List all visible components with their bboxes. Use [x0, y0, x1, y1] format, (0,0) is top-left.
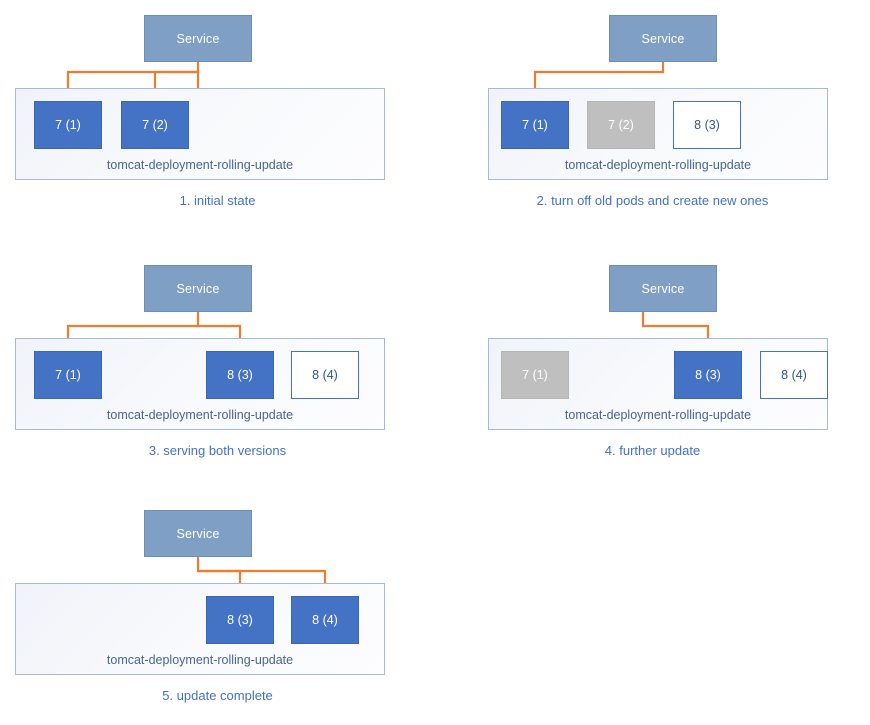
pod-box[interactable]: 7 (1) — [34, 101, 102, 149]
service-box: Service — [609, 265, 717, 312]
service-box: Service — [609, 15, 717, 62]
panel-step-4: Service tomcat-deployment-rolling-update… — [435, 250, 870, 480]
service-label: Service — [176, 526, 220, 541]
deployment-label: tomcat-deployment-rolling-update — [564, 158, 752, 172]
pod-box[interactable]: 7 (1) — [501, 351, 569, 399]
panel-step-5: Service tomcat-deployment-rolling-update… — [0, 495, 435, 725]
deployment-label: tomcat-deployment-rolling-update — [106, 653, 294, 667]
pod-label: 8 (4) — [312, 613, 338, 627]
panel-caption: 1. initial state — [179, 193, 256, 208]
panel-step-1: Service tomcat-deployment-rolling-update… — [0, 0, 435, 230]
panel-caption: 2. turn off old pods and create new ones — [536, 193, 769, 208]
pod-label: 8 (3) — [694, 118, 720, 132]
service-box: Service — [144, 510, 252, 557]
service-label: Service — [641, 281, 685, 296]
panel-step-2: Service tomcat-deployment-rolling-update… — [435, 0, 870, 230]
pod-box[interactable]: 8 (3) — [206, 351, 274, 399]
pod-box[interactable]: 8 (3) — [673, 101, 741, 149]
pod-box[interactable]: 8 (3) — [206, 596, 274, 644]
pod-box[interactable]: 8 (4) — [291, 596, 359, 644]
deployment-label: tomcat-deployment-rolling-update — [106, 408, 294, 422]
service-label: Service — [176, 281, 220, 296]
pod-label: 8 (3) — [227, 368, 253, 382]
panel-caption: 3. serving both versions — [148, 443, 287, 458]
pod-label: 7 (1) — [55, 368, 81, 382]
pod-box[interactable]: 7 (2) — [587, 101, 655, 149]
pod-label: 7 (1) — [55, 118, 81, 132]
pod-label: 7 (1) — [522, 368, 548, 382]
pod-label: 8 (3) — [227, 613, 253, 627]
deployment-label: tomcat-deployment-rolling-update — [106, 158, 294, 172]
pod-box[interactable]: 8 (4) — [291, 351, 359, 399]
pod-label: 7 (2) — [142, 118, 168, 132]
pod-label: 8 (4) — [781, 368, 807, 382]
service-box: Service — [144, 265, 252, 312]
pod-box[interactable]: 7 (1) — [34, 351, 102, 399]
pod-box[interactable]: 7 (1) — [501, 101, 569, 149]
pod-label: 8 (3) — [695, 368, 721, 382]
pod-box[interactable]: 7 (2) — [121, 101, 189, 149]
pod-label: 7 (2) — [608, 118, 634, 132]
panel-caption: 5. update complete — [162, 688, 273, 703]
panel-step-3: Service tomcat-deployment-rolling-update… — [0, 250, 435, 480]
pod-label: 7 (1) — [522, 118, 548, 132]
service-label: Service — [641, 31, 685, 46]
pod-label: 8 (4) — [312, 368, 338, 382]
service-label: Service — [176, 31, 220, 46]
panel-caption: 4. further update — [604, 443, 701, 458]
service-box: Service — [144, 15, 252, 62]
pod-box[interactable]: 8 (4) — [760, 351, 828, 399]
pod-box[interactable]: 8 (3) — [674, 351, 742, 399]
deployment-label: tomcat-deployment-rolling-update — [564, 408, 752, 422]
